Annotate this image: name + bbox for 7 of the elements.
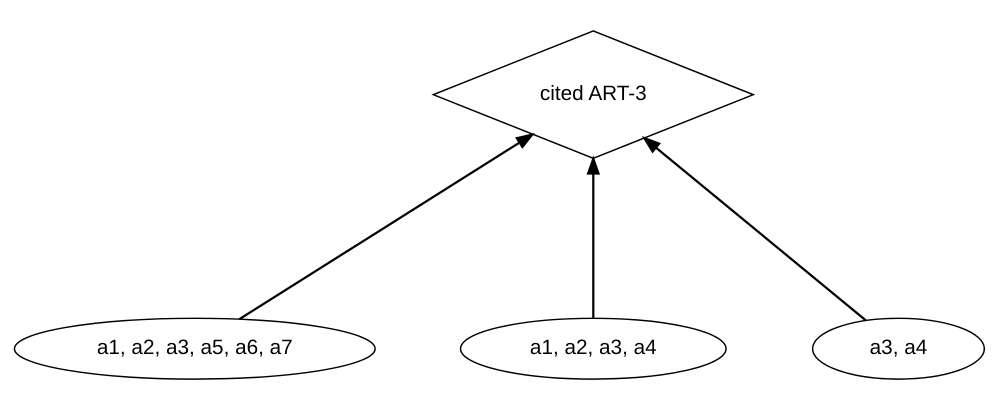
node-ellipse: a1, a2, a3, a5, a6, a7	[14, 318, 376, 380]
node-ellipse: a1, a2, a3, a4	[460, 318, 727, 380]
arrow	[238, 132, 535, 320]
arrow	[586, 155, 600, 318]
node-ellipse: a3, a4	[812, 318, 986, 380]
arrow	[642, 136, 867, 322]
node-diamond: cited ART-3	[431, 30, 756, 160]
